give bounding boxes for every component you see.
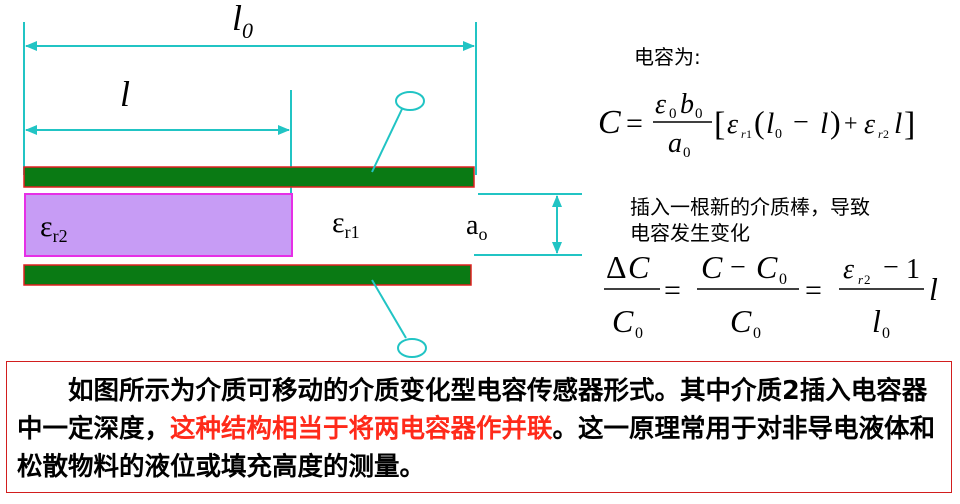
capacitor-diagram: l0 l εr2 εr1 ao 电容为: C = ε 0 b 0 a 0 [23,0,938,358]
svg-text:ε: ε [655,89,666,120]
bottom-lead [371,279,427,358]
svg-text:=: = [664,274,681,307]
svg-text:C: C [628,249,650,285]
description-highlight: 这种结构相当于将两电容器作并联 [170,414,553,444]
svg-text:0: 0 [775,127,782,142]
svg-text:0: 0 [695,106,703,122]
svg-text:l: l [894,107,902,140]
svg-text:0: 0 [635,325,643,342]
label-eps-r2: εr2 [40,210,68,246]
top-plate [23,166,475,188]
svg-text:): ) [830,104,841,140]
svg-text:l: l [872,303,881,339]
svg-text:0: 0 [753,325,761,342]
svg-text:l: l [929,271,938,307]
svg-text:1: 1 [746,127,752,141]
svg-text:=: = [805,274,822,307]
svg-text:0: 0 [683,145,691,161]
svg-text:C: C [756,249,778,285]
svg-text:0: 0 [669,106,677,122]
dimension-l0: l0 [23,0,477,175]
svg-text:[: [ [714,106,725,143]
svg-text:r: r [741,127,746,141]
svg-text:Δ: Δ [606,249,627,285]
svg-text:0: 0 [779,271,787,288]
label-a0: ao [466,210,487,244]
svg-text:l: l [766,107,774,140]
svg-text:(: ( [754,104,765,140]
bottom-plate [23,264,472,286]
capacitance-caption: 电容为: [634,45,701,69]
svg-text:=: = [626,107,643,140]
capacitance-formula: C = ε 0 b 0 a 0 [ ε r 1 ( l 0 − l ) + ε … [598,89,915,161]
description-part2: 。这一原理常用于对非导电液体和松散物料的液位或填充高度的测量。 [17,414,936,482]
svg-text:−: − [730,252,746,283]
change-formula: Δ C C 0 = C − C 0 C 0 = ε r 2 − 1 l 0 l [604,249,938,342]
svg-text:1: 1 [906,254,920,285]
svg-text:−: − [883,252,899,283]
top-lead [371,91,425,173]
svg-text:C: C [598,104,621,141]
svg-text:r: r [878,127,883,141]
svg-text:ε: ε [843,254,854,285]
dimension-a0 [474,193,582,256]
description-box: 如图所示为介质可移动的介质变化型电容传感器形式。其中介质2插入电容器中一定深度，… [6,361,952,493]
svg-text:2: 2 [883,127,889,141]
svg-text:2: 2 [864,272,871,287]
description-part1: 如图所示为介质可移动的介质变化型电容传感器形式。其中介质2插入电容器中一定深度， [17,376,928,444]
svg-text:−: − [793,107,809,138]
change-caption-line2: 电容发生变化 [630,221,750,245]
dielectric-2 [24,193,293,257]
svg-text:a: a [668,128,682,159]
svg-text:ε: ε [864,109,875,140]
change-caption-line1: 插入一根新的介质棒，导致 [630,195,870,219]
label-l0: l0 [232,0,253,43]
svg-text:r: r [858,272,864,287]
label-eps-r1: εr1 [332,206,360,242]
svg-text:C: C [701,249,723,285]
svg-text:C: C [612,303,634,339]
svg-text:]: ] [904,106,915,143]
svg-text:+: + [844,111,858,137]
svg-text:l: l [820,107,828,140]
label-l: l [120,74,130,114]
svg-text:ε: ε [727,109,738,140]
svg-text:C: C [730,303,752,339]
svg-text:0: 0 [882,325,890,342]
svg-text:b: b [680,89,694,120]
